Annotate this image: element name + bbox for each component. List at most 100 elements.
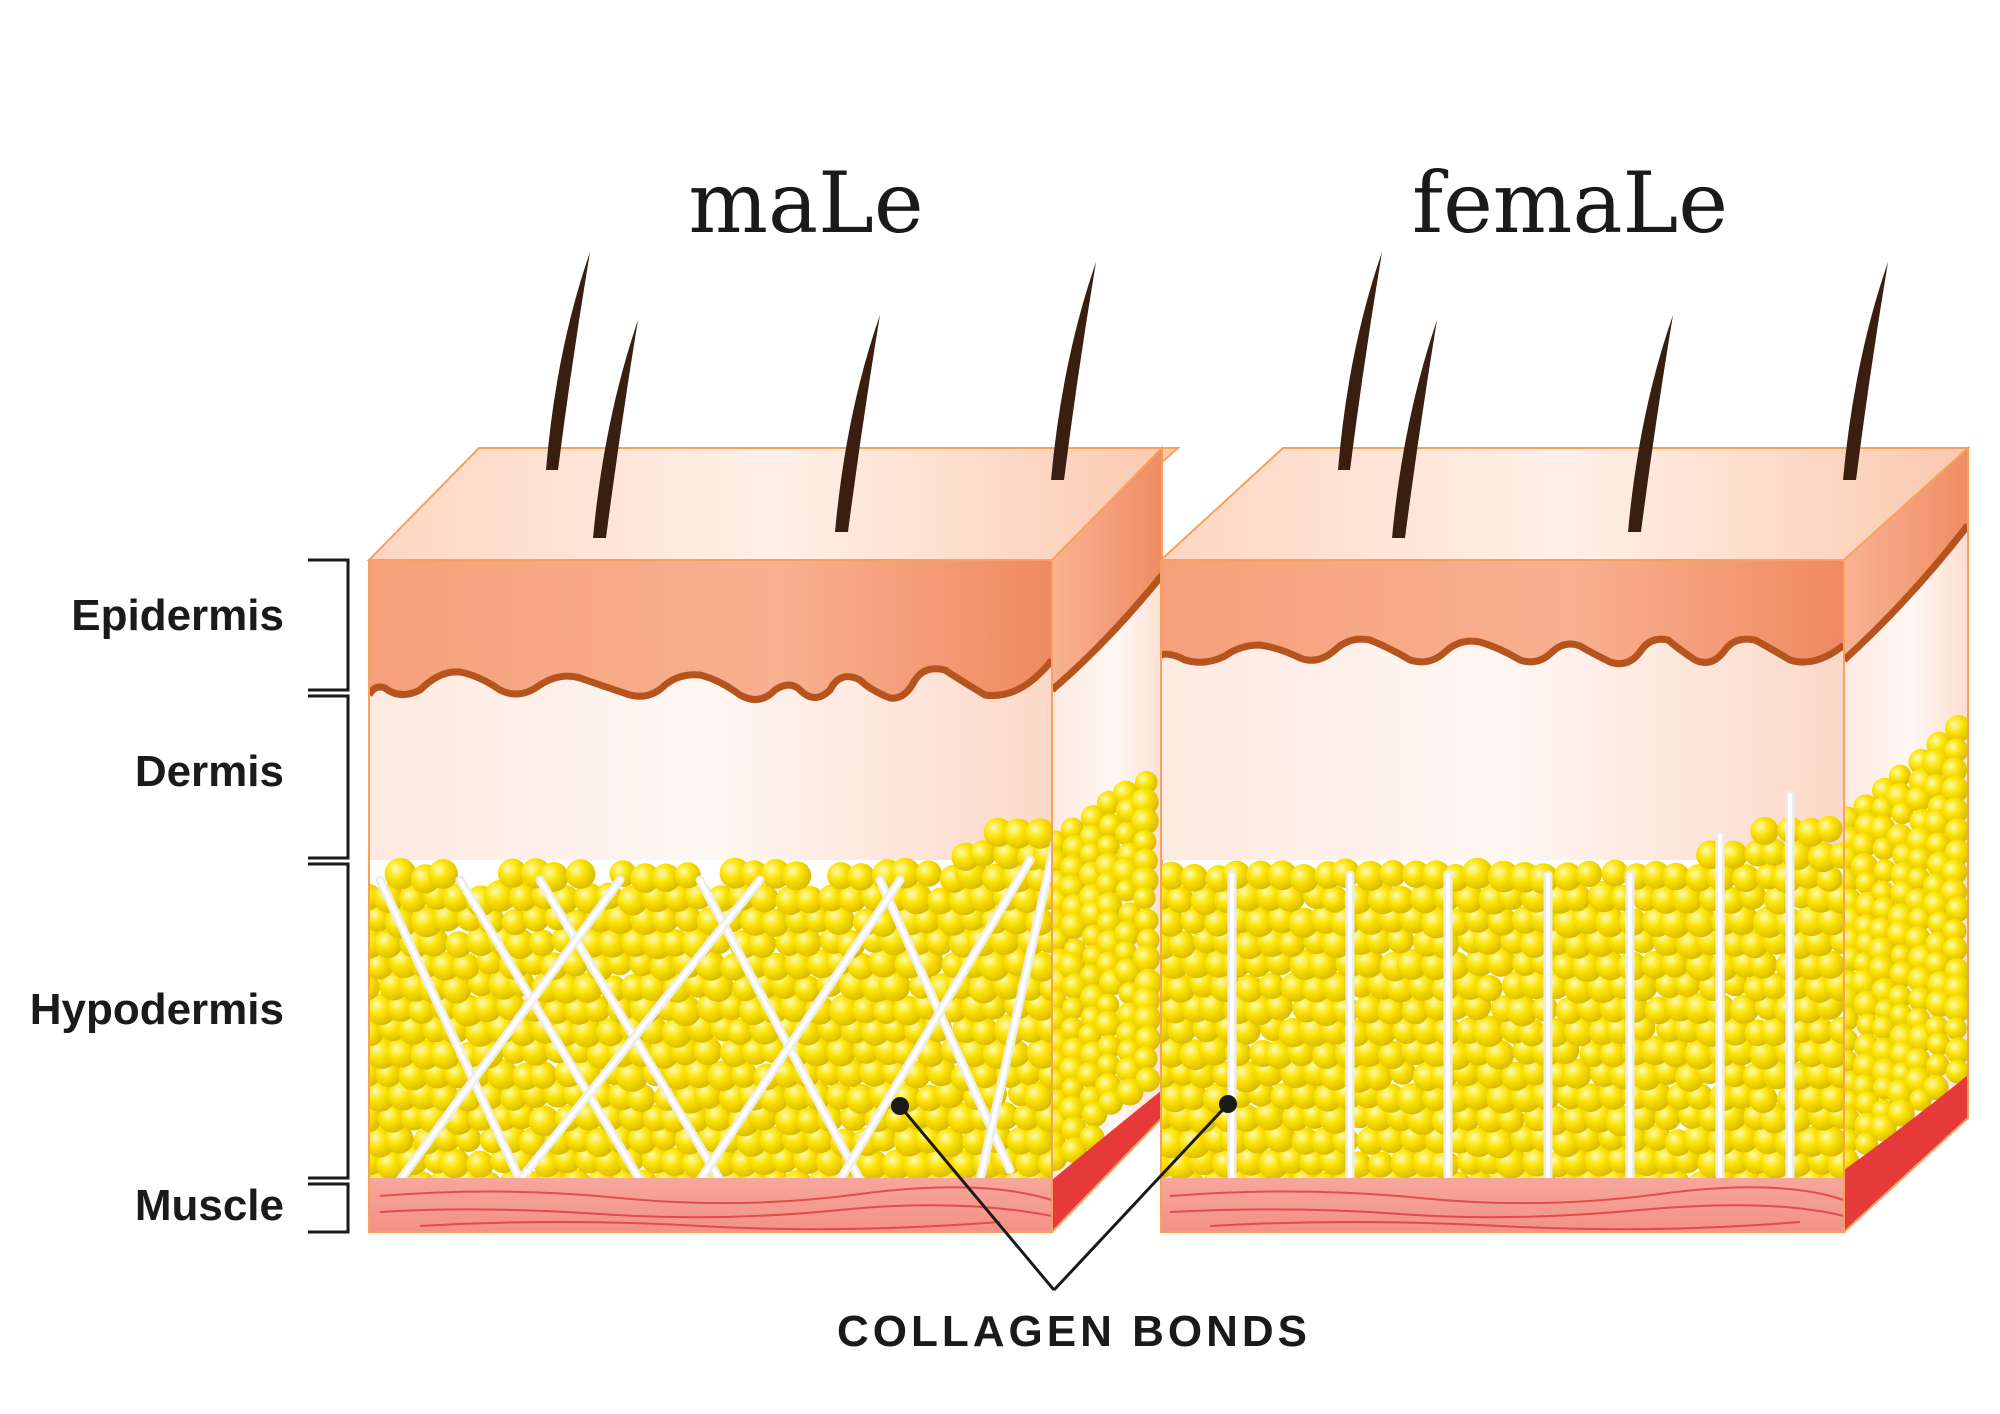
- male-side-fat-cell: [1133, 886, 1156, 910]
- female-side-fat-cell: [1904, 1047, 1931, 1074]
- female-side-fat-cell: [1923, 1074, 1949, 1101]
- male-fat-cell: [793, 928, 822, 957]
- male-side-fat-cell: [1134, 1025, 1161, 1052]
- female-side-fat-cell: [1844, 1049, 1859, 1073]
- collagen-callout: COLLAGEN BONDS: [837, 1095, 1307, 1356]
- male-fat-cell: [818, 884, 845, 912]
- male-fat-cell: [565, 859, 596, 889]
- male-fat-cell: [441, 973, 472, 1004]
- female-fat-cell: [1661, 1037, 1691, 1068]
- female-fat-cell: [1740, 930, 1769, 959]
- female-fat-cell: [1817, 1036, 1844, 1069]
- female-fat-cell: [1166, 973, 1196, 1003]
- male-side-fat-cell: [1131, 866, 1159, 895]
- male-side-fat-cell: [1116, 1020, 1142, 1047]
- female-fat-cell: [1265, 993, 1293, 1021]
- male-fat-cell: [1024, 1125, 1052, 1156]
- female-fat-cell: [1630, 1144, 1663, 1177]
- female-fat-cell: [1167, 930, 1196, 959]
- label-dermis: Dermis: [135, 747, 284, 796]
- male-collagen-strand: [538, 878, 722, 1182]
- female-fat-cell: [1178, 1126, 1211, 1159]
- male-side-fat-cell: [1094, 1010, 1122, 1038]
- male-fat-cell: [730, 1061, 758, 1088]
- female-fat-cell: [1685, 905, 1717, 938]
- male-fat-cell: [794, 975, 821, 1003]
- female-side-fat-cell: [1844, 1106, 1861, 1134]
- female-fat-cell: [1401, 997, 1429, 1025]
- bracket-dermis: [308, 694, 350, 860]
- male-fat-cell: [707, 1060, 738, 1092]
- female-fat-cell: [1258, 972, 1286, 1000]
- female-fat-cell: [1462, 1079, 1493, 1110]
- hair-male-2: [593, 320, 638, 538]
- label-muscle: Muscle: [135, 1181, 284, 1230]
- female-fat-cell: [1235, 974, 1264, 1003]
- female-fat-cell: [1749, 1038, 1781, 1070]
- female-collagen-bonds: [1227, 790, 1795, 1181]
- female-fat-cell: [1386, 926, 1414, 954]
- female-fat-cell: [1267, 860, 1298, 891]
- callout-dot-female: [1219, 1095, 1237, 1113]
- male-side-fat-cell: [1132, 944, 1161, 972]
- female-fat-cell: [1599, 1039, 1628, 1068]
- female-fat-cell: [1642, 860, 1670, 889]
- male-fat-cell: [878, 970, 911, 1002]
- male-fat-cell: [617, 885, 648, 916]
- female-fat-cell: [1483, 1127, 1516, 1159]
- female-fat-cell: [1721, 1060, 1748, 1088]
- female-fat-cell: [1161, 1127, 1187, 1159]
- male-fat-cell: [796, 1107, 823, 1134]
- male-side-fat-cell: [1060, 1017, 1084, 1041]
- female-side-fat-cell: [1844, 867, 1860, 895]
- male-hypodermis-fat: [369, 817, 1052, 1203]
- female-side-fat-cell: [1844, 1006, 1859, 1031]
- male-fat-cell: [472, 992, 502, 1023]
- hair-female-1: [1338, 252, 1382, 470]
- female-fat-cell: [1662, 862, 1690, 891]
- male-fat-cell: [407, 996, 436, 1024]
- male-collagen-strand: [878, 878, 1012, 1172]
- female-side-fat-cell: [1871, 1015, 1896, 1040]
- male-fat-cell: [838, 884, 867, 913]
- female-fat-cell: [1579, 1040, 1606, 1068]
- female-fat-cell: [1409, 882, 1441, 914]
- female-fat-cell: [1321, 886, 1348, 913]
- female-side-fat-cell: [1851, 832, 1877, 858]
- female-fat-cell: [1376, 1124, 1406, 1154]
- female-fat-cell: [1748, 1084, 1778, 1114]
- male-fat-cell: [484, 880, 517, 912]
- male-epidermis: [369, 560, 1052, 700]
- male-fat-cell: [873, 997, 900, 1024]
- female-fat-cell: [1684, 1039, 1715, 1070]
- male-fat-cell: [445, 931, 472, 958]
- female-side-fat-cell: [1888, 764, 1912, 787]
- male-fat-cell: [881, 1149, 913, 1180]
- male-fat-cell: [1024, 818, 1052, 849]
- male-fat-cell: [504, 928, 536, 959]
- male-fat-cell: [522, 904, 550, 932]
- female-fat-cell: [1310, 1127, 1338, 1155]
- male-fat-cell: [748, 930, 777, 958]
- female-fat-cell: [1475, 974, 1503, 1002]
- male-fat-cell: [774, 1104, 806, 1136]
- female-fat-cell: [1396, 1083, 1428, 1115]
- female-fat-cell: [1661, 949, 1690, 978]
- female-fat-cell: [1179, 1082, 1208, 1111]
- male-side-fat-cell: [1134, 908, 1159, 933]
- male-side-fat-cell: [1052, 988, 1067, 1012]
- male-fat-cell: [693, 1036, 723, 1066]
- male-fat-cell: [935, 1127, 965, 1158]
- male-fat-cell: [387, 994, 415, 1022]
- label-epidermis: Epidermis: [71, 591, 284, 640]
- male-collagen-bonds: [375, 835, 1052, 1185]
- male-fat-cell: [971, 1061, 999, 1089]
- male-side-fat-cell: [1096, 1034, 1122, 1059]
- female-fat-cell: [1379, 859, 1407, 887]
- male-fat-cell: [826, 1036, 857, 1067]
- male-side-fat-cell: [1133, 1004, 1161, 1033]
- female-side-fat-cell: [1844, 984, 1861, 1012]
- hair-male-4: [1051, 262, 1096, 480]
- female-fat-cell: [1484, 1039, 1515, 1070]
